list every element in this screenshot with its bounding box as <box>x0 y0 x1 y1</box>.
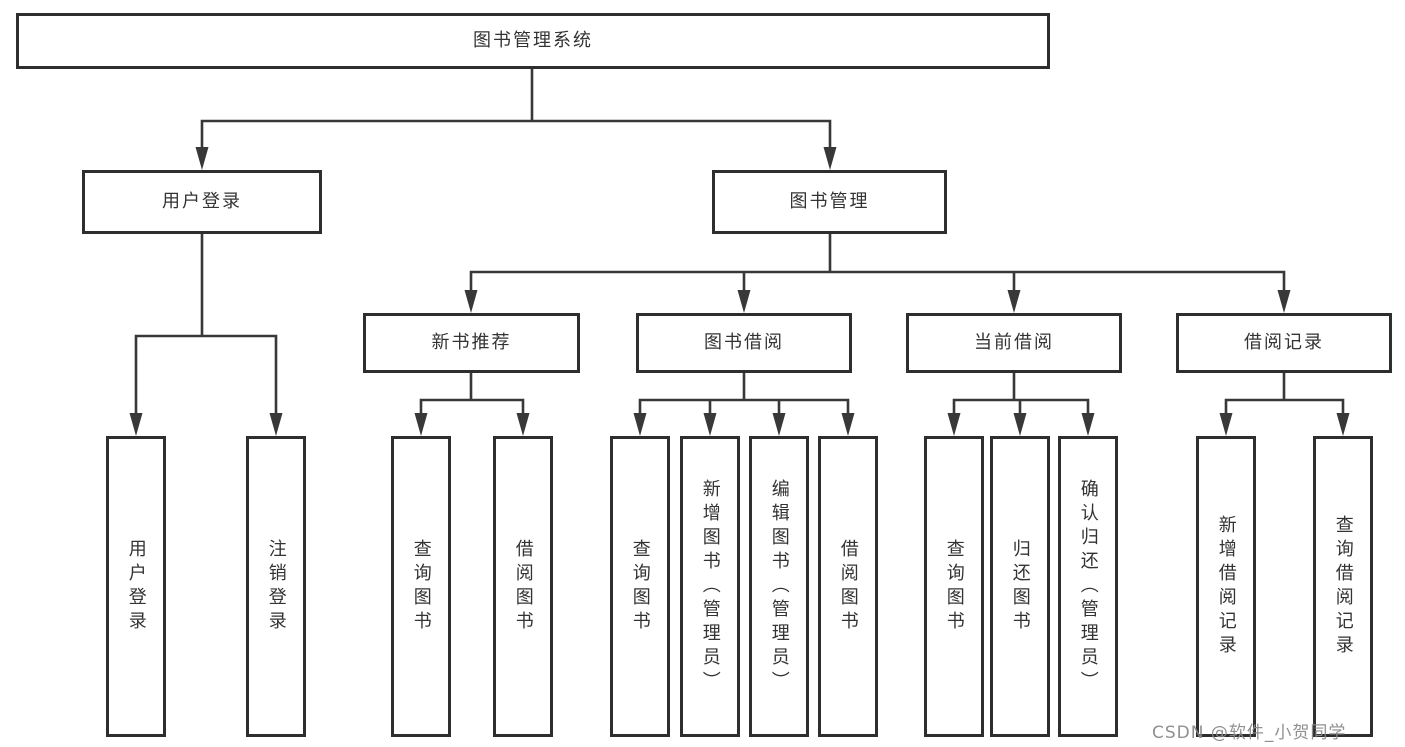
arrowhead-icon <box>841 413 855 436</box>
node-current-borrow: 当前借阅 <box>906 313 1122 373</box>
arrowhead-icon <box>195 147 209 170</box>
connector-path-6 <box>1224 371 1345 418</box>
leaf-return-book: 归还图书 <box>990 436 1050 737</box>
leaf-query-book-recommend: 查询图书 <box>391 436 451 737</box>
connector-path-4 <box>638 371 850 418</box>
leaf-borrow-book-recommend: 借阅图书 <box>493 436 553 737</box>
connector-path-1 <box>134 232 278 418</box>
arrowhead-icon <box>947 413 961 436</box>
node-book-management: 图书管理 <box>712 170 947 234</box>
leaf-query-book-borrow: 查询图书 <box>610 436 670 737</box>
leaf-add-book-admin: 新增图书（管理员） <box>680 436 740 737</box>
leaf-logout: 注销登录 <box>246 436 306 737</box>
connector-path-0 <box>200 67 832 152</box>
arrowhead-icon <box>269 413 283 436</box>
node-borrow-record: 借阅记录 <box>1176 313 1392 373</box>
leaf-query-book-current: 查询图书 <box>924 436 984 737</box>
arrowhead-icon <box>737 290 751 313</box>
arrowhead-icon <box>1007 290 1021 313</box>
arrowhead-icon <box>1277 290 1291 313</box>
node-root-system: 图书管理系统 <box>16 13 1050 69</box>
arrowhead-icon <box>1013 413 1027 436</box>
arrowhead-icon <box>703 413 717 436</box>
arrowhead-icon <box>516 413 530 436</box>
leaf-borrow-book: 借阅图书 <box>818 436 878 737</box>
arrowhead-icon <box>414 413 428 436</box>
arrowhead-icon <box>1336 413 1350 436</box>
arrowhead-icon <box>1219 413 1233 436</box>
leaf-user-login: 用户登录 <box>106 436 166 737</box>
leaf-add-borrow-record: 新增借阅记录 <box>1196 436 1256 737</box>
arrowhead-icon <box>823 147 837 170</box>
leaf-confirm-return-admin: 确认归还（管理员） <box>1058 436 1118 737</box>
arrowhead-icon <box>633 413 647 436</box>
arrowhead-icon <box>772 413 786 436</box>
arrowhead-icon <box>129 413 143 436</box>
leaf-query-borrow-record: 查询借阅记录 <box>1313 436 1373 737</box>
node-user-login: 用户登录 <box>82 170 322 234</box>
leaf-edit-book-admin: 编辑图书（管理员） <box>749 436 809 737</box>
arrowhead-icon <box>1081 413 1095 436</box>
connector-path-3 <box>419 371 525 418</box>
node-book-borrow: 图书借阅 <box>636 313 852 373</box>
connector-path-5 <box>952 371 1090 418</box>
watermark-text: CSDN @软件_小贺同学 <box>1152 723 1347 743</box>
arrowhead-icon <box>464 290 478 313</box>
connector-path-2 <box>469 232 1286 298</box>
node-new-book-recommend: 新书推荐 <box>363 313 580 373</box>
